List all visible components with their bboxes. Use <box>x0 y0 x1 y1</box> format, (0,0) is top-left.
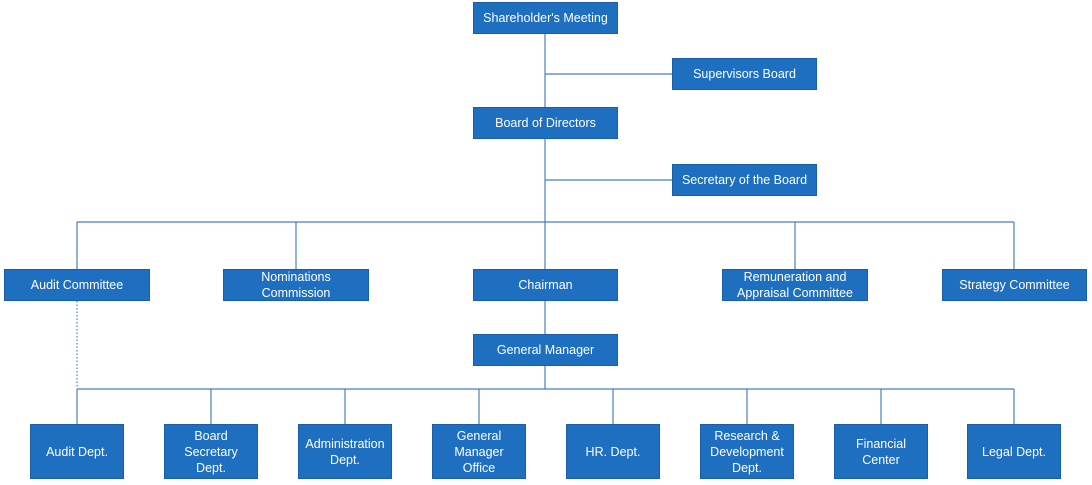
shareholders-meeting-box: Shareholder's Meeting <box>473 2 618 34</box>
general-manager-box: General Manager <box>473 334 618 366</box>
audit-committee-box: Audit Committee <box>4 269 150 301</box>
supervisors-board-box: Supervisors Board <box>672 58 817 90</box>
administration-dept-box: Administration Dept. <box>298 424 392 479</box>
nominations-commission-box: Nominations Commission <box>223 269 369 301</box>
legal-dept-box: Legal Dept. <box>967 424 1061 479</box>
research-development-dept-box: Research & Development Dept. <box>700 424 794 479</box>
chairman-box: Chairman <box>473 269 618 301</box>
remuneration-committee-box: Remuneration and Appraisal Committee <box>722 269 868 301</box>
financial-center-box: Financial Center <box>834 424 928 479</box>
secretary-of-board-box: Secretary of the Board <box>672 164 817 196</box>
board-secretary-dept-box: Board Secretary Dept. <box>164 424 258 479</box>
strategy-committee-box: Strategy Committee <box>942 269 1087 301</box>
board-of-directors-box: Board of Directors <box>473 107 618 139</box>
audit-dept-box: Audit Dept. <box>30 424 124 479</box>
hr-dept-box: HR. Dept. <box>566 424 660 479</box>
general-manager-office-box: General Manager Office <box>432 424 526 479</box>
